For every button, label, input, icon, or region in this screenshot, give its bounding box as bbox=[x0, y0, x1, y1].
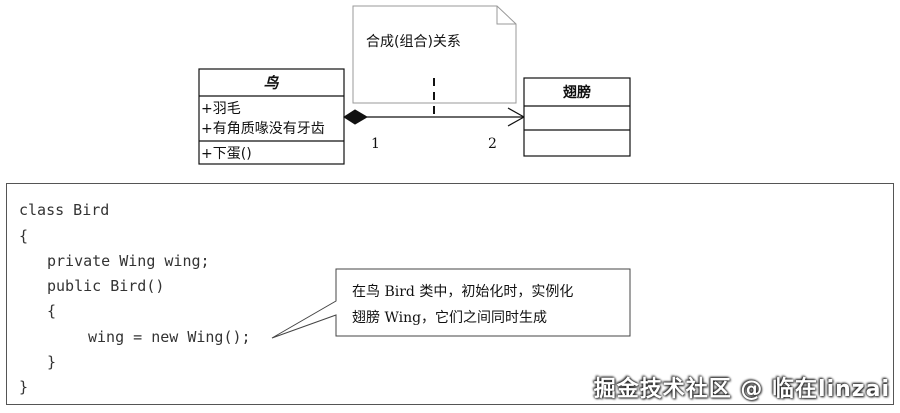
code-line: { bbox=[19, 227, 29, 245]
multiplicity-wing: 2 bbox=[488, 136, 497, 152]
composition-diamond bbox=[343, 109, 368, 125]
bird-class-name: 鸟 bbox=[263, 74, 279, 92]
callout-text-line: 在鸟 Bird 类中，初始化时，实例化 bbox=[352, 284, 574, 300]
note-text: 合成(组合)关系 bbox=[366, 34, 461, 50]
wing-class-name: 翅膀 bbox=[562, 84, 591, 101]
bird-class-box: 鸟 +羽毛 +有角质喙没有牙齿 +下蛋() bbox=[198, 68, 345, 165]
code-line: } bbox=[47, 353, 57, 371]
multiplicity-bird: 1 bbox=[371, 136, 380, 152]
code-line: wing = new Wing(); bbox=[88, 328, 251, 346]
callout-text-line: 翅膀 Wing，它们之间同时生成 bbox=[352, 310, 548, 326]
watermark: 掘金技术社区 @ 临在linzai bbox=[593, 377, 890, 402]
bird-attribute: +有角质喙没有牙齿 bbox=[201, 121, 325, 137]
code-line: } bbox=[19, 378, 29, 396]
code-line: private Wing wing; bbox=[47, 252, 210, 270]
wing-class-box: 翅膀 bbox=[523, 77, 631, 157]
bird-operation: +下蛋() bbox=[201, 146, 252, 162]
note-box: 合成(组合)关系 bbox=[352, 5, 517, 104]
code-line: class Bird bbox=[19, 201, 110, 219]
code-line: public Bird() bbox=[47, 277, 165, 295]
code-line: { bbox=[47, 302, 57, 320]
bird-attribute: +羽毛 bbox=[201, 101, 241, 117]
uml-diagram: 合成(组合)关系 鸟 +羽毛 +有角质喙没有牙齿 +下蛋() 1 2 翅膀 bbox=[198, 5, 631, 165]
